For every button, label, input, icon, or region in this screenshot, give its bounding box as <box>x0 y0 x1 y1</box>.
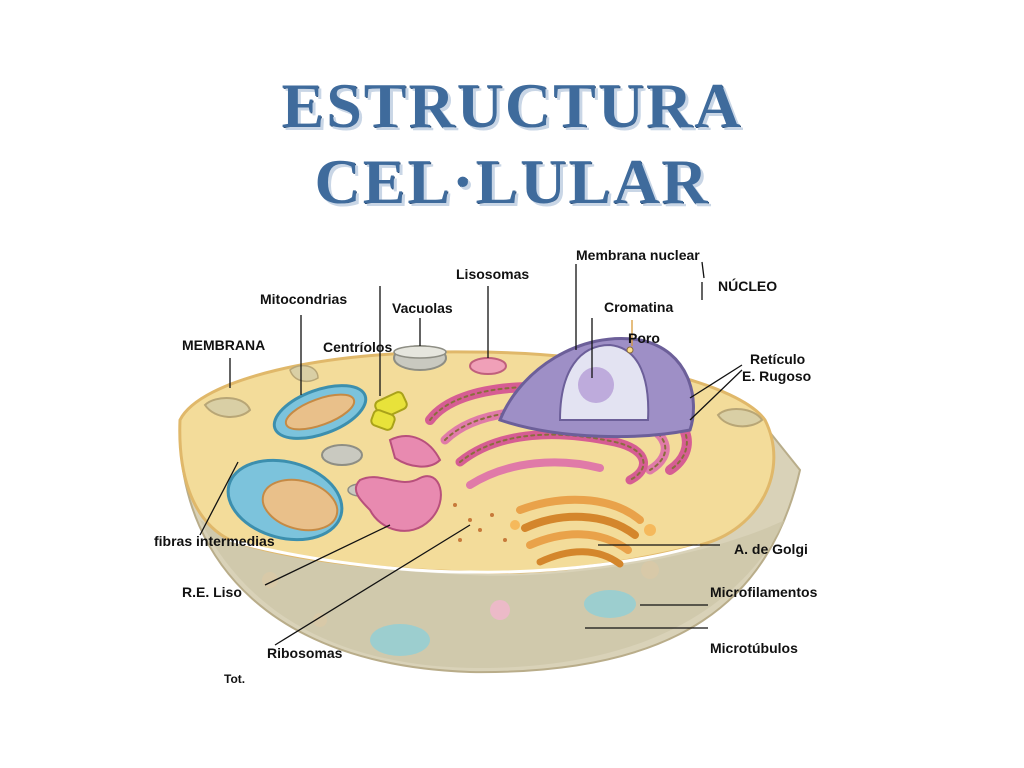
label-mitocondrias: Mitocondrias <box>260 291 348 307</box>
label-reticulo: Retículo <box>750 351 806 367</box>
membrane-pocket <box>716 408 764 428</box>
leader-lines <box>199 261 743 646</box>
label-poro: Poro <box>628 330 660 346</box>
label-e-rugoso: E. Rugoso <box>742 368 812 384</box>
membrane-pocket <box>203 397 252 418</box>
label-nucleo: NÚCLEO <box>718 278 778 294</box>
vacuole <box>321 444 363 466</box>
nuclear-pore <box>626 346 634 354</box>
label-microtubulos: Microtúbulos <box>710 640 798 656</box>
lower-vesicle <box>313 613 327 627</box>
label-re-liso: R.E. Liso <box>182 584 242 600</box>
centrioles <box>370 391 408 431</box>
label-microfilamentos: Microfilamentos <box>710 584 818 600</box>
golgi-vesicle <box>644 524 656 536</box>
mitochondrion-inner <box>261 478 339 532</box>
ribosomes <box>453 503 507 542</box>
chromatin <box>578 367 614 403</box>
label-membrana-nuclear: Membrana nuclear <box>576 247 700 263</box>
cytoplasm-rim <box>229 538 701 574</box>
label-golgi: A. de Golgi <box>734 541 808 557</box>
lower-vesicle <box>490 600 510 620</box>
label-membrana: MEMBRANA <box>182 337 266 353</box>
label-cromatina: Cromatina <box>604 299 674 315</box>
lower-organelle <box>584 590 636 618</box>
label-lisosomas: Lisosomas <box>456 266 530 282</box>
label-stray-text: Tot. <box>224 672 246 686</box>
cell-lower-shade <box>200 520 785 668</box>
smooth-er <box>354 475 442 532</box>
vacuole-top <box>393 345 447 359</box>
lysosome <box>469 357 507 375</box>
lower-organelle <box>370 624 430 656</box>
membrane-pocket <box>289 364 319 383</box>
title-line-2: CEL·LULAR <box>314 146 710 217</box>
mitochondrion-inner <box>284 393 356 431</box>
smooth-er <box>388 435 442 468</box>
label-ribosomas: Ribosomas <box>267 645 343 661</box>
title-line-1: ESTRUCTURA <box>281 70 743 141</box>
label-fibras-intermedias: fibras intermedias <box>154 533 275 549</box>
label-centriolos: Centríolos <box>323 339 393 355</box>
label-vacuolas: Vacuolas <box>392 300 453 316</box>
golgi-vesicle <box>510 520 520 530</box>
lower-vesicle <box>641 561 659 579</box>
